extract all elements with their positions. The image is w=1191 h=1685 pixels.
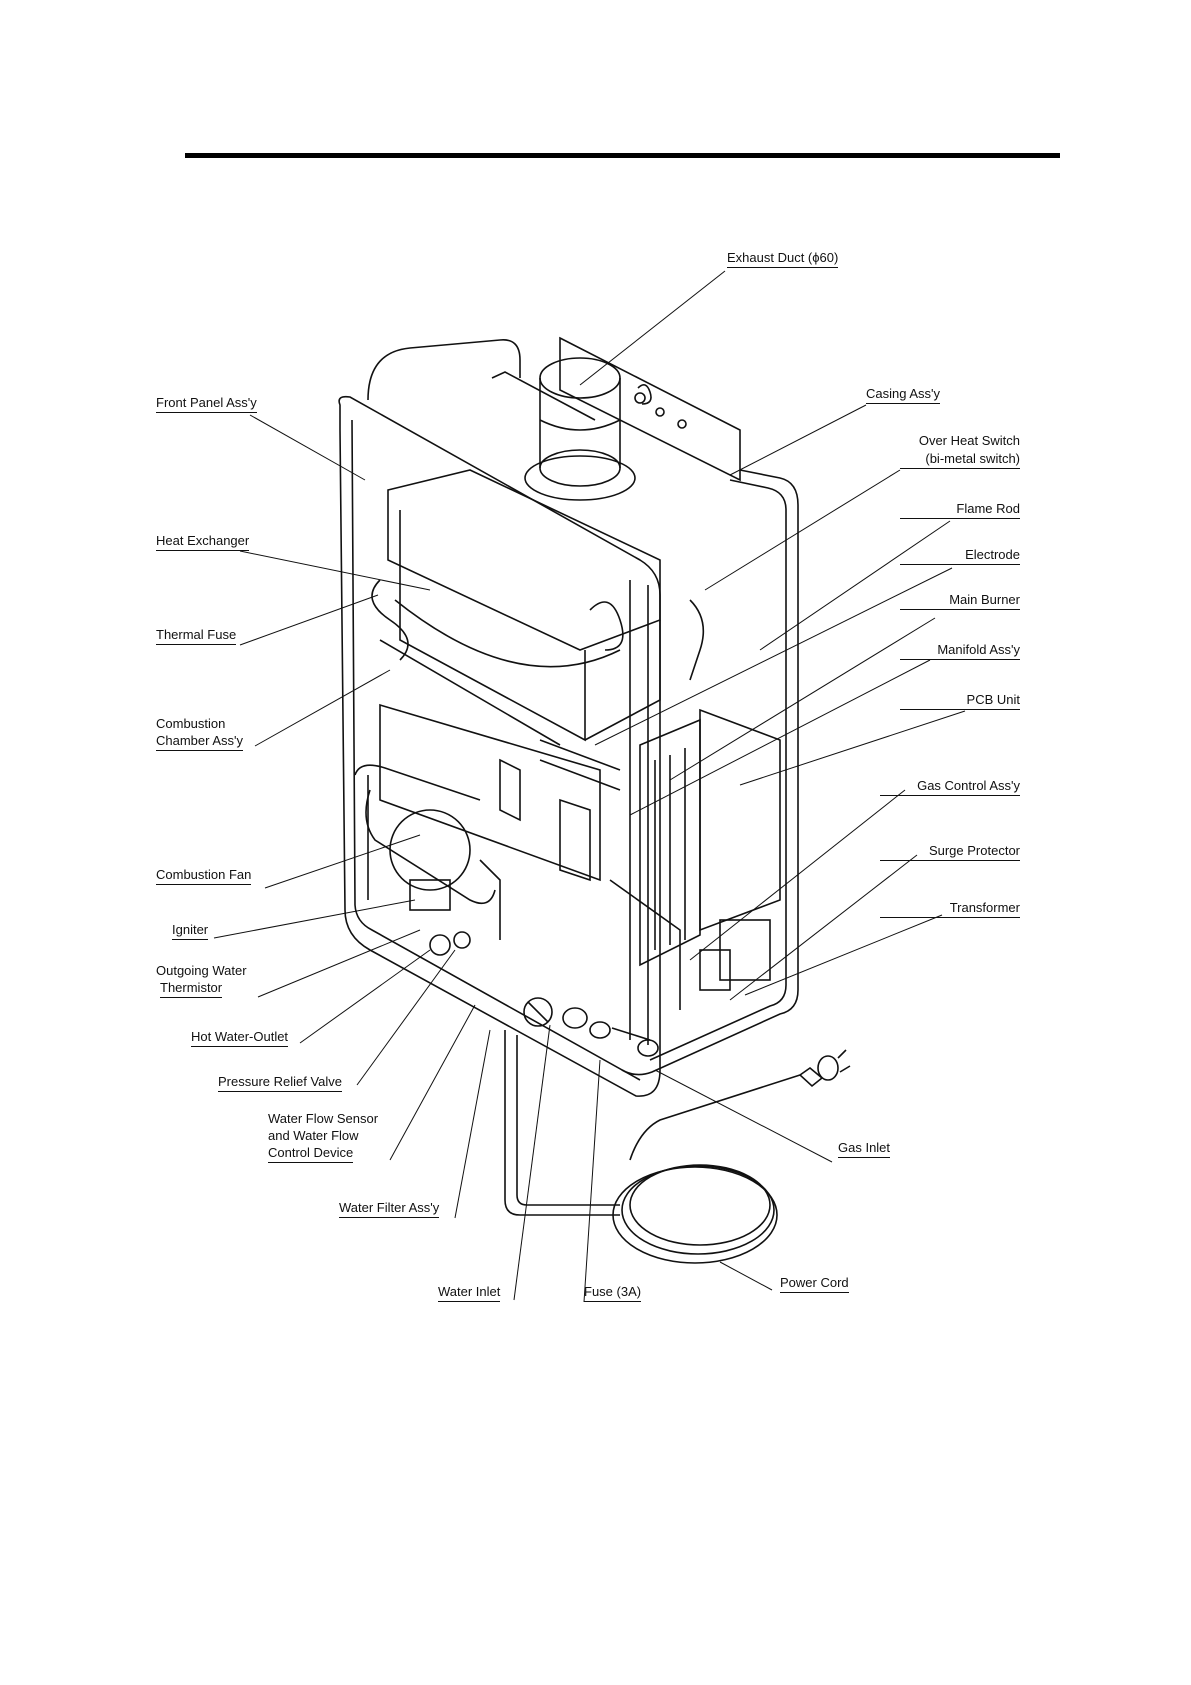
label-main-burner: Main Burner <box>900 592 1020 610</box>
label-thermal-fuse: Thermal Fuse <box>156 627 237 645</box>
label-igniter: Igniter <box>172 922 209 940</box>
header-rule <box>185 153 1060 158</box>
label-fuse: Fuse (3A) <box>584 1284 642 1302</box>
label-water-filter: Water Filter Ass'y <box>339 1200 440 1218</box>
label-water-flow-3: Control Device <box>268 1145 354 1163</box>
label-exhaust-duct: Exhaust Duct (ϕ60) <box>727 250 839 268</box>
label-outgoing-thermistor-2: Thermistor <box>160 980 223 998</box>
label-water-inlet: Water Inlet <box>438 1284 501 1302</box>
label-combustion-chamber-1: Combustion <box>156 716 226 731</box>
label-power-cord: Power Cord <box>780 1275 849 1293</box>
label-over-heat-switch-1: Over Heat Switch <box>918 433 1020 448</box>
label-flame-rod: Flame Rod <box>900 501 1020 519</box>
heat-exchanger-shape <box>371 469 705 746</box>
label-hot-water-outlet: Hot Water-Outlet <box>191 1029 289 1047</box>
label-heat-exchanger: Heat Exchanger <box>156 533 250 551</box>
pcb-unit-shape <box>609 708 781 1010</box>
label-pressure-relief: Pressure Relief Valve <box>218 1074 343 1092</box>
exhaust-duct-shape <box>524 357 636 501</box>
casing-body <box>338 336 799 1097</box>
label-gas-control: Gas Control Ass'y <box>880 778 1020 796</box>
label-manifold: Manifold Ass'y <box>900 642 1020 660</box>
label-water-flow-1: Water Flow Sensor <box>268 1111 379 1126</box>
label-outgoing-thermistor-1: Outgoing Water <box>156 963 247 978</box>
label-pcb-unit: PCB Unit <box>900 692 1020 710</box>
manifold-shape <box>499 580 649 1045</box>
label-over-heat-switch-2: (bi-metal switch) <box>900 451 1020 469</box>
label-electrode: Electrode <box>900 547 1020 565</box>
combustion-chamber-shape <box>354 703 601 956</box>
label-casing: Casing Ass'y <box>866 386 941 404</box>
power-cord-shape <box>612 1049 851 1264</box>
label-combustion-chamber-2: Chamber Ass'y <box>156 733 244 751</box>
label-gas-inlet: Gas Inlet <box>838 1140 891 1158</box>
bottom-fittings <box>504 997 659 1216</box>
label-transformer: Transformer <box>880 900 1020 918</box>
leader-lines <box>213 270 966 1303</box>
label-front-panel: Front Panel Ass'y <box>156 395 257 413</box>
label-combustion-fan: Combustion Fan <box>156 867 252 885</box>
label-water-flow-2: and Water Flow <box>268 1128 359 1143</box>
label-surge-protector: Surge Protector <box>880 843 1020 861</box>
